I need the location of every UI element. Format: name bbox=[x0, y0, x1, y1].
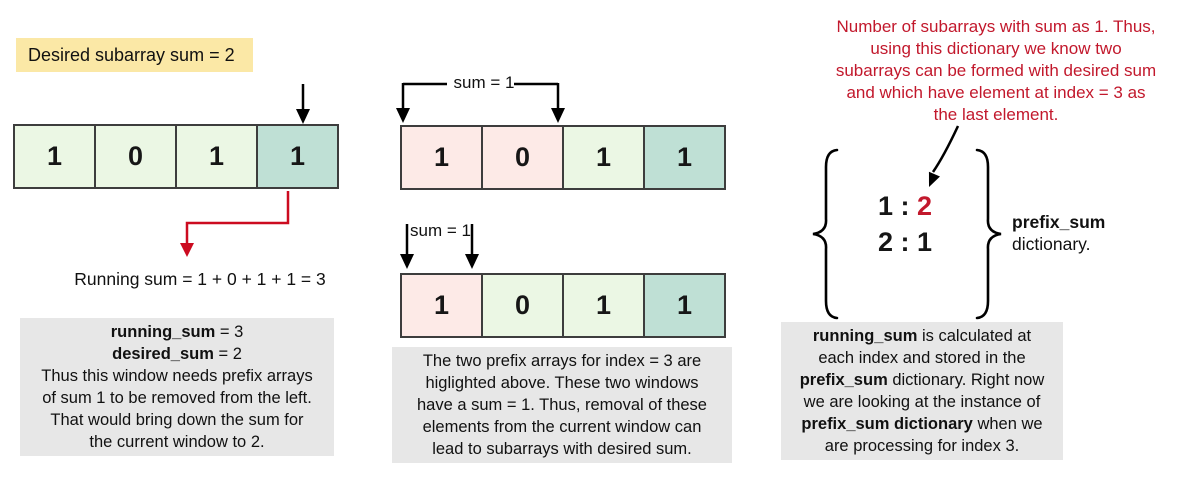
dict-pointer-arrow bbox=[928, 125, 960, 187]
annotation-line: the last element. bbox=[933, 105, 1059, 124]
array-cell-current: 1 bbox=[643, 273, 726, 338]
prefix-sum-dictionary: 1 : 2 2 : 1 bbox=[845, 188, 965, 260]
array-cell: 1 bbox=[13, 124, 96, 189]
cell-value: 0 bbox=[514, 142, 531, 172]
dict-brace-right bbox=[975, 148, 1002, 320]
dict-value-highlight: 2 bbox=[917, 191, 933, 221]
sum-label-bottom: sum = 1 bbox=[410, 221, 471, 240]
dict-entry: 2 : 1 bbox=[877, 227, 933, 257]
bold-term: prefix_sum bbox=[799, 371, 888, 389]
note-text: when we bbox=[972, 415, 1043, 433]
dict-label-name: prefix_sum bbox=[1012, 212, 1106, 232]
cell-value: 0 bbox=[514, 290, 531, 320]
note-line: each index and stored in the bbox=[818, 349, 1026, 367]
array-cell: 0 bbox=[94, 124, 177, 189]
note-text: dictionary. Right now bbox=[887, 371, 1045, 389]
middle-note-box: The two prefix arrays for index = 3 are … bbox=[392, 347, 732, 463]
sum-label-top: sum = 1 bbox=[453, 73, 515, 92]
note-line: are processing for index 3. bbox=[824, 437, 1020, 455]
desired-sum-val: = 2 bbox=[213, 345, 242, 363]
running-sum-equation: Running sum = 1 + 0 + 1 + 1 = 3 bbox=[74, 269, 326, 289]
annotation-line: and which have element at index = 3 as bbox=[846, 83, 1146, 102]
array-cell-highlight: 0 bbox=[481, 125, 564, 190]
cell-value: 1 bbox=[595, 142, 612, 172]
array-cell-current: 1 bbox=[643, 125, 726, 190]
note-line: Thus this window needs prefix arrays bbox=[41, 367, 313, 385]
note-line: the current window to 2. bbox=[89, 433, 265, 451]
note-line: prefix_sum dictionary when we bbox=[781, 413, 1063, 435]
cell-value: 1 bbox=[289, 141, 306, 171]
array-cell: 1 bbox=[562, 125, 645, 190]
bold-term: prefix_sum dictionary bbox=[801, 415, 973, 433]
cell-value: 1 bbox=[676, 142, 693, 172]
note-line: running_sum = 3 bbox=[20, 321, 334, 343]
array-cell-highlight: 1 bbox=[400, 273, 483, 338]
array-cell-highlight: 1 bbox=[400, 125, 483, 190]
dict-annotation: Number of subarrays with sum as 1. Thus,… bbox=[800, 16, 1192, 126]
running-sum-val: = 3 bbox=[215, 323, 244, 341]
note-line: desired_sum = 2 bbox=[20, 343, 334, 365]
cell-value: 1 bbox=[46, 141, 63, 171]
annotation-line: subarrays can be formed with desired sum bbox=[835, 61, 1157, 80]
array-cell: 0 bbox=[481, 273, 564, 338]
cell-value: 1 bbox=[595, 290, 612, 320]
note-text: is calculated at bbox=[917, 327, 1032, 345]
desired-sum-badge-label: Desired subarray sum = 2 bbox=[28, 44, 235, 65]
current-index-arrow bbox=[296, 84, 310, 124]
prefix-window-array-1: 1 0 1 1 bbox=[400, 125, 726, 190]
dict-entry: 1 : 2 bbox=[845, 188, 965, 224]
annotation-line: Number of subarrays with sum as 1. Thus, bbox=[836, 17, 1156, 36]
array-cell: 1 bbox=[562, 273, 645, 338]
bold-term: running_sum bbox=[812, 327, 918, 345]
note-line: of sum 1 to be removed from the left. bbox=[42, 389, 312, 407]
note-line: prefix_sum dictionary. Right now bbox=[781, 369, 1063, 391]
dict-label-rest: dictionary. bbox=[1012, 234, 1091, 254]
note-line: have a sum = 1. Thus, removal of these bbox=[417, 396, 707, 414]
array-cell-current: 1 bbox=[256, 124, 339, 189]
left-note-box: running_sum = 3 desired_sum = 2 Thus thi… bbox=[20, 318, 334, 456]
cell-value: 1 bbox=[433, 142, 450, 172]
desired-sum-badge: Desired subarray sum = 2 bbox=[16, 38, 253, 72]
prefix-window-array-2: 1 0 1 1 bbox=[400, 273, 726, 338]
note-line: we are looking at the instance of bbox=[803, 393, 1041, 411]
dict-separator: : bbox=[893, 191, 917, 221]
cell-value: 1 bbox=[433, 290, 450, 320]
cell-value: 1 bbox=[676, 290, 693, 320]
note-line: higlighted above. These two windows bbox=[425, 374, 699, 392]
dict-brace-left bbox=[812, 148, 839, 320]
current-window-array: 1 0 1 1 bbox=[13, 124, 339, 189]
right-note-box: running_sum is calculated at each index … bbox=[781, 322, 1063, 460]
note-line: That would bring down the sum for bbox=[50, 411, 304, 429]
dict-key: 1 bbox=[877, 191, 893, 221]
removal-arrow bbox=[180, 191, 290, 257]
array-cell: 1 bbox=[175, 124, 258, 189]
annotation-line: using this dictionary we know two bbox=[870, 39, 1122, 58]
cell-value: 0 bbox=[127, 141, 144, 171]
note-line: The two prefix arrays for index = 3 are bbox=[422, 352, 702, 370]
note-line: elements from the current window can bbox=[422, 418, 702, 436]
note-line: running_sum is calculated at bbox=[781, 325, 1063, 347]
running-sum-var: running_sum bbox=[110, 323, 216, 341]
dict-label: prefix_sum dictionary. bbox=[1012, 211, 1105, 255]
cell-value: 1 bbox=[208, 141, 225, 171]
note-line: lead to subarrays with desired sum. bbox=[432, 440, 692, 458]
desired-sum-var: desired_sum bbox=[112, 345, 214, 363]
